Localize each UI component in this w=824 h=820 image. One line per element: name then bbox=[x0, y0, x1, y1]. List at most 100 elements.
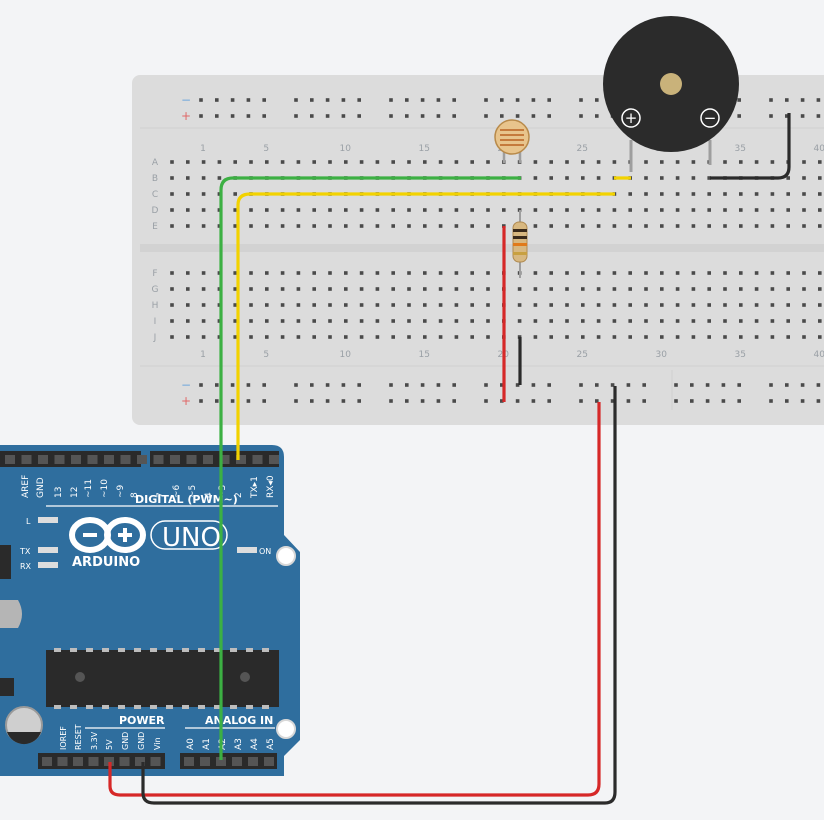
breadboard-hole bbox=[549, 319, 553, 323]
breadboard-hole bbox=[407, 224, 411, 228]
power-pin-socket[interactable] bbox=[150, 757, 161, 766]
analog-pin-socket[interactable] bbox=[184, 757, 194, 766]
digital-pin-socket[interactable] bbox=[87, 455, 98, 464]
ldr-body bbox=[494, 119, 530, 155]
rail-hole bbox=[310, 383, 314, 387]
rail-hole bbox=[531, 383, 536, 387]
wire-black-buzzer-gnd[interactable] bbox=[710, 113, 791, 180]
breadboard-hole bbox=[391, 160, 395, 164]
led-l-label: L bbox=[26, 517, 31, 526]
breadboard-hole bbox=[186, 303, 190, 307]
row-label: C bbox=[152, 190, 158, 200]
breadboard-hole bbox=[739, 192, 743, 196]
arduino-model: UNO bbox=[162, 523, 221, 553]
digital-pin-socket[interactable] bbox=[104, 455, 114, 464]
digital-pin-socket[interactable] bbox=[269, 455, 279, 464]
row-label: I bbox=[154, 317, 157, 327]
rail-hole bbox=[262, 114, 266, 118]
breadboard-hole bbox=[407, 271, 411, 275]
power-pin-socket[interactable] bbox=[135, 757, 145, 766]
rail-hole bbox=[800, 114, 805, 118]
rail-hole bbox=[357, 383, 361, 387]
digital-pin-socket[interactable] bbox=[71, 455, 81, 464]
breadboard-hole bbox=[628, 303, 632, 307]
digital-pin-socket[interactable] bbox=[153, 455, 164, 464]
digital-pin-socket[interactable] bbox=[5, 455, 15, 464]
rail-hole bbox=[246, 399, 251, 403]
resistor[interactable] bbox=[512, 210, 528, 278]
wire-red-5v[interactable] bbox=[108, 402, 601, 797]
breadboard-hole bbox=[470, 160, 474, 164]
breadboard-hole bbox=[723, 287, 727, 291]
breadboard-hole bbox=[675, 176, 680, 180]
power-pin-socket[interactable] bbox=[42, 757, 52, 766]
breadboard-hole bbox=[296, 160, 301, 164]
digital-pin-socket[interactable] bbox=[170, 455, 180, 464]
rail-hole bbox=[785, 98, 789, 102]
digital-pin-socket[interactable] bbox=[120, 455, 131, 464]
digital-pin-socket[interactable] bbox=[219, 455, 230, 464]
breadboard-hole bbox=[581, 303, 585, 307]
power-pin-socket[interactable] bbox=[73, 757, 83, 766]
breadboard-hole bbox=[723, 303, 727, 307]
breadboard-hole bbox=[770, 208, 775, 212]
digital-pin-socket[interactable] bbox=[137, 455, 147, 464]
wire-yellow-d2[interactable] bbox=[236, 192, 615, 460]
analog-pin-socket[interactable] bbox=[200, 757, 210, 766]
rail-hole bbox=[246, 114, 251, 118]
digital-pin-socket[interactable] bbox=[38, 455, 48, 464]
wire-green-a1[interactable] bbox=[219, 176, 521, 760]
breadboard-hole bbox=[486, 319, 490, 323]
digital-pin-socket[interactable] bbox=[186, 455, 197, 464]
breadboard-hole bbox=[265, 224, 269, 228]
digital-pin-socket[interactable] bbox=[252, 455, 263, 464]
breadboard-hole bbox=[533, 335, 538, 339]
breadboard-hole bbox=[723, 208, 727, 212]
breadboard-hole bbox=[233, 224, 237, 228]
analog-pin-socket[interactable] bbox=[264, 757, 274, 766]
breadboard-hole bbox=[438, 335, 443, 339]
analog-pin-label: A2 bbox=[218, 738, 228, 750]
power-pin-socket[interactable] bbox=[104, 757, 114, 766]
breadboard-hole bbox=[249, 335, 253, 339]
breadboard-hole bbox=[802, 303, 806, 307]
digital-pin-sockets[interactable] bbox=[5, 455, 279, 464]
digital-pin-socket[interactable] bbox=[203, 455, 213, 464]
breadboard-hole bbox=[565, 271, 569, 275]
analog-pin-socket[interactable] bbox=[216, 757, 226, 766]
breadboard-hole bbox=[612, 160, 617, 164]
breadboard-hole bbox=[407, 208, 411, 212]
breadboard-hole bbox=[170, 224, 174, 228]
rail-hole bbox=[262, 98, 266, 102]
breadboard-hole bbox=[407, 319, 411, 323]
digital-pin-socket[interactable] bbox=[21, 455, 32, 464]
breadboard-hole bbox=[707, 335, 711, 339]
rail-hole bbox=[325, 114, 330, 118]
bottom-pin-sockets[interactable] bbox=[42, 757, 274, 766]
breadboard-hole bbox=[691, 271, 696, 275]
resistor-band-4 bbox=[513, 252, 527, 255]
piezo-buzzer[interactable]: + − bbox=[603, 16, 739, 172]
buzzer-plus-ring bbox=[621, 108, 641, 128]
breadboard-hole bbox=[770, 319, 775, 323]
rail-hole bbox=[230, 114, 235, 118]
power-pin-socket[interactable] bbox=[88, 757, 99, 766]
breadboard-hole bbox=[549, 176, 553, 180]
photoresistor[interactable] bbox=[494, 119, 530, 163]
power-pin-socket[interactable] bbox=[57, 757, 68, 766]
breadboard-hole bbox=[660, 160, 664, 164]
wire-black-gnd[interactable] bbox=[141, 386, 617, 805]
analog-pin-socket[interactable] bbox=[232, 757, 242, 766]
digital-pin-socket[interactable] bbox=[54, 455, 65, 464]
breadboard-hole bbox=[754, 160, 759, 164]
breadboard-hole bbox=[644, 287, 648, 291]
breadboard-hole bbox=[739, 303, 743, 307]
breadboard-hole bbox=[344, 271, 348, 275]
power-pin-socket[interactable] bbox=[119, 757, 130, 766]
digital-pin-socket[interactable] bbox=[236, 455, 246, 464]
analog-pin-socket[interactable] bbox=[248, 757, 258, 766]
wires[interactable] bbox=[108, 113, 791, 805]
